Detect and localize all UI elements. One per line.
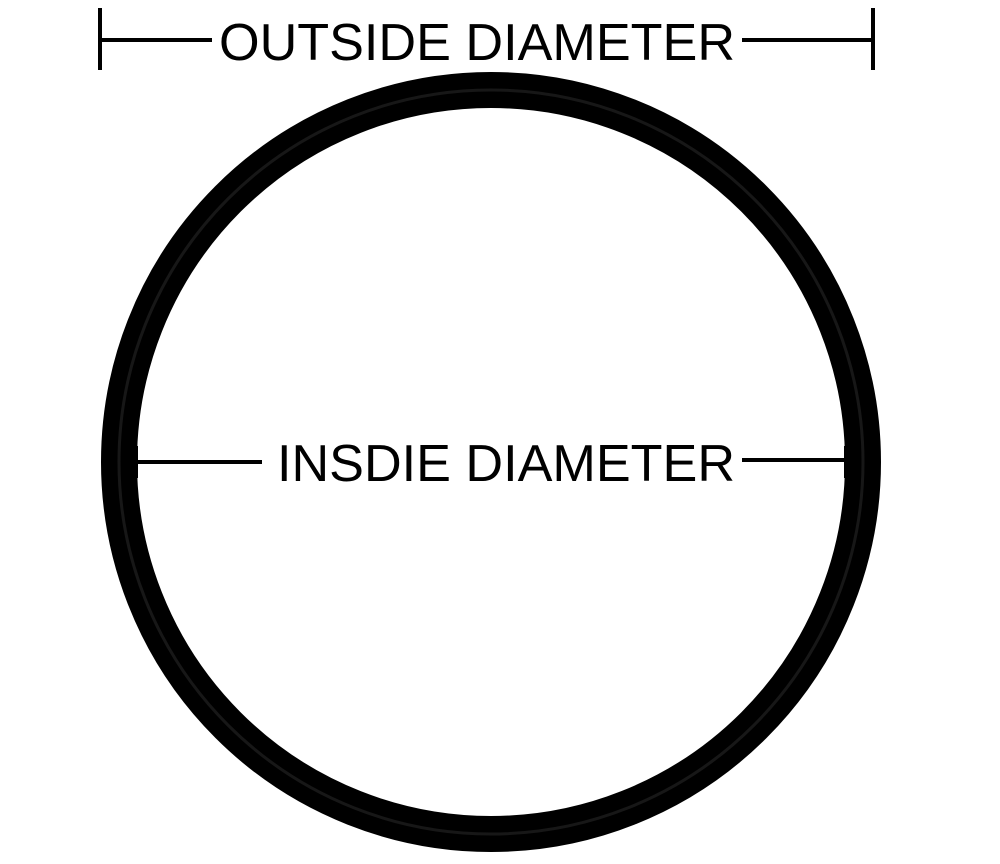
outside-diameter-dimension: OUTSIDE DIAMETER bbox=[98, 8, 875, 72]
o-ring bbox=[101, 72, 881, 852]
inside-diameter-dimension: INSDIE DIAMETER bbox=[134, 435, 848, 493]
o-ring-highlight bbox=[117, 88, 865, 836]
outside-diameter-label: OUTSIDE DIAMETER bbox=[219, 14, 735, 72]
inside-diameter-label: INSDIE DIAMETER bbox=[277, 435, 735, 493]
